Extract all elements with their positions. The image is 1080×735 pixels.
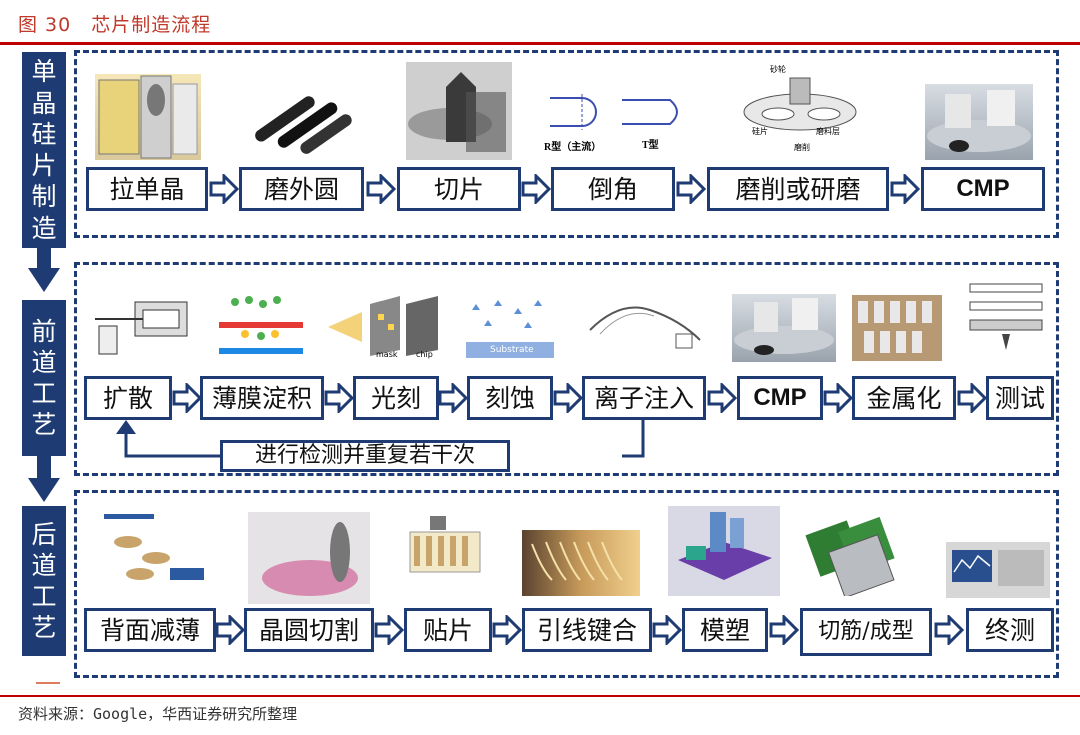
feedback-loop-arrow bbox=[116, 420, 645, 458]
etching-image: Substrate bbox=[462, 290, 558, 362]
ingot-rods-image bbox=[245, 85, 355, 160]
right-arrow-icon bbox=[890, 174, 920, 204]
loop-label: 进行检测并重复若干次 bbox=[220, 440, 510, 472]
final-test-image bbox=[946, 542, 1050, 598]
right-arrow-icon bbox=[676, 174, 706, 204]
right-arrow-icon bbox=[652, 615, 682, 645]
step-box: 磨外圆 bbox=[239, 167, 364, 211]
right-arrow-icon bbox=[521, 174, 551, 204]
panel-front-end bbox=[74, 262, 1059, 476]
stage-label-back-end: 后道工艺 bbox=[22, 506, 66, 656]
step-box: 测试 bbox=[986, 376, 1054, 420]
step-box: 引线键合 bbox=[522, 608, 652, 652]
grinder-bottom-label: 磨削 bbox=[794, 143, 810, 152]
wafer-dicing-image bbox=[248, 512, 370, 604]
grinder-left-label: 硅片 bbox=[752, 127, 768, 136]
substrate-label: Substrate bbox=[490, 345, 534, 355]
trim-form-image bbox=[800, 506, 918, 596]
backside-thinning-image bbox=[98, 512, 208, 590]
right-arrow-icon bbox=[366, 174, 396, 204]
right-arrow-icon bbox=[438, 383, 468, 413]
step-box: 扩散 bbox=[84, 376, 172, 420]
right-arrow-icon bbox=[553, 383, 583, 413]
panel-wafer-fabrication bbox=[74, 50, 1059, 238]
t-type-label: T型 bbox=[642, 140, 659, 151]
right-arrow-icon bbox=[172, 383, 202, 413]
right-arrow-icon bbox=[769, 615, 799, 645]
right-arrow-icon bbox=[823, 383, 853, 413]
step-box: 终测 bbox=[966, 608, 1054, 652]
wafer-slicing-image bbox=[406, 62, 512, 160]
step-box: 光刻 bbox=[353, 376, 439, 420]
step-box: 贴片 bbox=[404, 608, 492, 652]
stage-label-front-end: 前道工艺 bbox=[22, 300, 66, 456]
test-structure-image bbox=[966, 278, 1046, 362]
step-box: 刻蚀 bbox=[467, 376, 553, 420]
molding-machine-image bbox=[668, 506, 780, 596]
right-arrow-icon bbox=[215, 615, 245, 645]
right-arrow-icon bbox=[492, 615, 522, 645]
step-box: 晶圆切割 bbox=[244, 608, 374, 652]
panel-back-end bbox=[74, 490, 1059, 678]
chip-label: chip bbox=[416, 350, 433, 359]
ion-implant-image bbox=[580, 290, 708, 360]
figure-source: 资料来源：Google，华西证券研究所整理 bbox=[18, 705, 298, 723]
die-attach-image bbox=[400, 512, 490, 598]
deposition-image bbox=[215, 292, 307, 362]
r-type-label: R型（主流） bbox=[544, 142, 602, 153]
right-arrow-icon bbox=[934, 615, 964, 645]
step-box: 切筋/成型 bbox=[800, 608, 932, 656]
diffusion-furnace-image bbox=[85, 292, 195, 362]
figure-title: 图 30 芯片制造流程 bbox=[18, 14, 212, 36]
step-box: CMP bbox=[921, 167, 1045, 211]
step-box: CMP bbox=[737, 376, 823, 420]
metallization-image bbox=[852, 295, 942, 361]
step-box: 离子注入 bbox=[582, 376, 706, 420]
down-arrow-icon bbox=[28, 456, 60, 502]
step-box: 磨削或研磨 bbox=[707, 167, 889, 211]
grinding-diagram-image: 砂轮 硅片 磨料层 磨削 bbox=[740, 64, 860, 160]
right-arrow-icon bbox=[707, 383, 737, 413]
mask-label: mask bbox=[376, 350, 398, 359]
step-box: 金属化 bbox=[852, 376, 956, 420]
lithography-image: mask chip bbox=[322, 294, 442, 360]
stage-label-wafer: 单晶硅片制造 bbox=[22, 52, 66, 248]
step-box: 切片 bbox=[397, 167, 521, 211]
step-box: 薄膜淀积 bbox=[200, 376, 324, 420]
down-arrow-icon bbox=[28, 248, 60, 292]
cmp-machine-image bbox=[732, 294, 836, 362]
right-arrow-icon bbox=[374, 615, 404, 645]
cmp-machine-image bbox=[925, 84, 1033, 160]
grinder-right-label: 磨料层 bbox=[816, 127, 840, 136]
top-rule bbox=[0, 42, 1080, 45]
bottom-rule bbox=[0, 695, 1080, 697]
edge-profile-image: R型（主流） T型 bbox=[542, 80, 692, 160]
grinder-top-label: 砂轮 bbox=[770, 65, 786, 74]
step-box: 背面减薄 bbox=[84, 608, 216, 652]
wire-bonding-image bbox=[522, 530, 640, 596]
step-box: 倒角 bbox=[551, 167, 675, 211]
right-arrow-icon bbox=[324, 383, 354, 413]
decorative-dash bbox=[36, 682, 60, 684]
right-arrow-icon bbox=[209, 174, 239, 204]
crystal-puller-image bbox=[95, 74, 201, 160]
step-box: 模塑 bbox=[682, 608, 768, 652]
right-arrow-icon bbox=[957, 383, 987, 413]
step-box: 拉单晶 bbox=[86, 167, 208, 211]
